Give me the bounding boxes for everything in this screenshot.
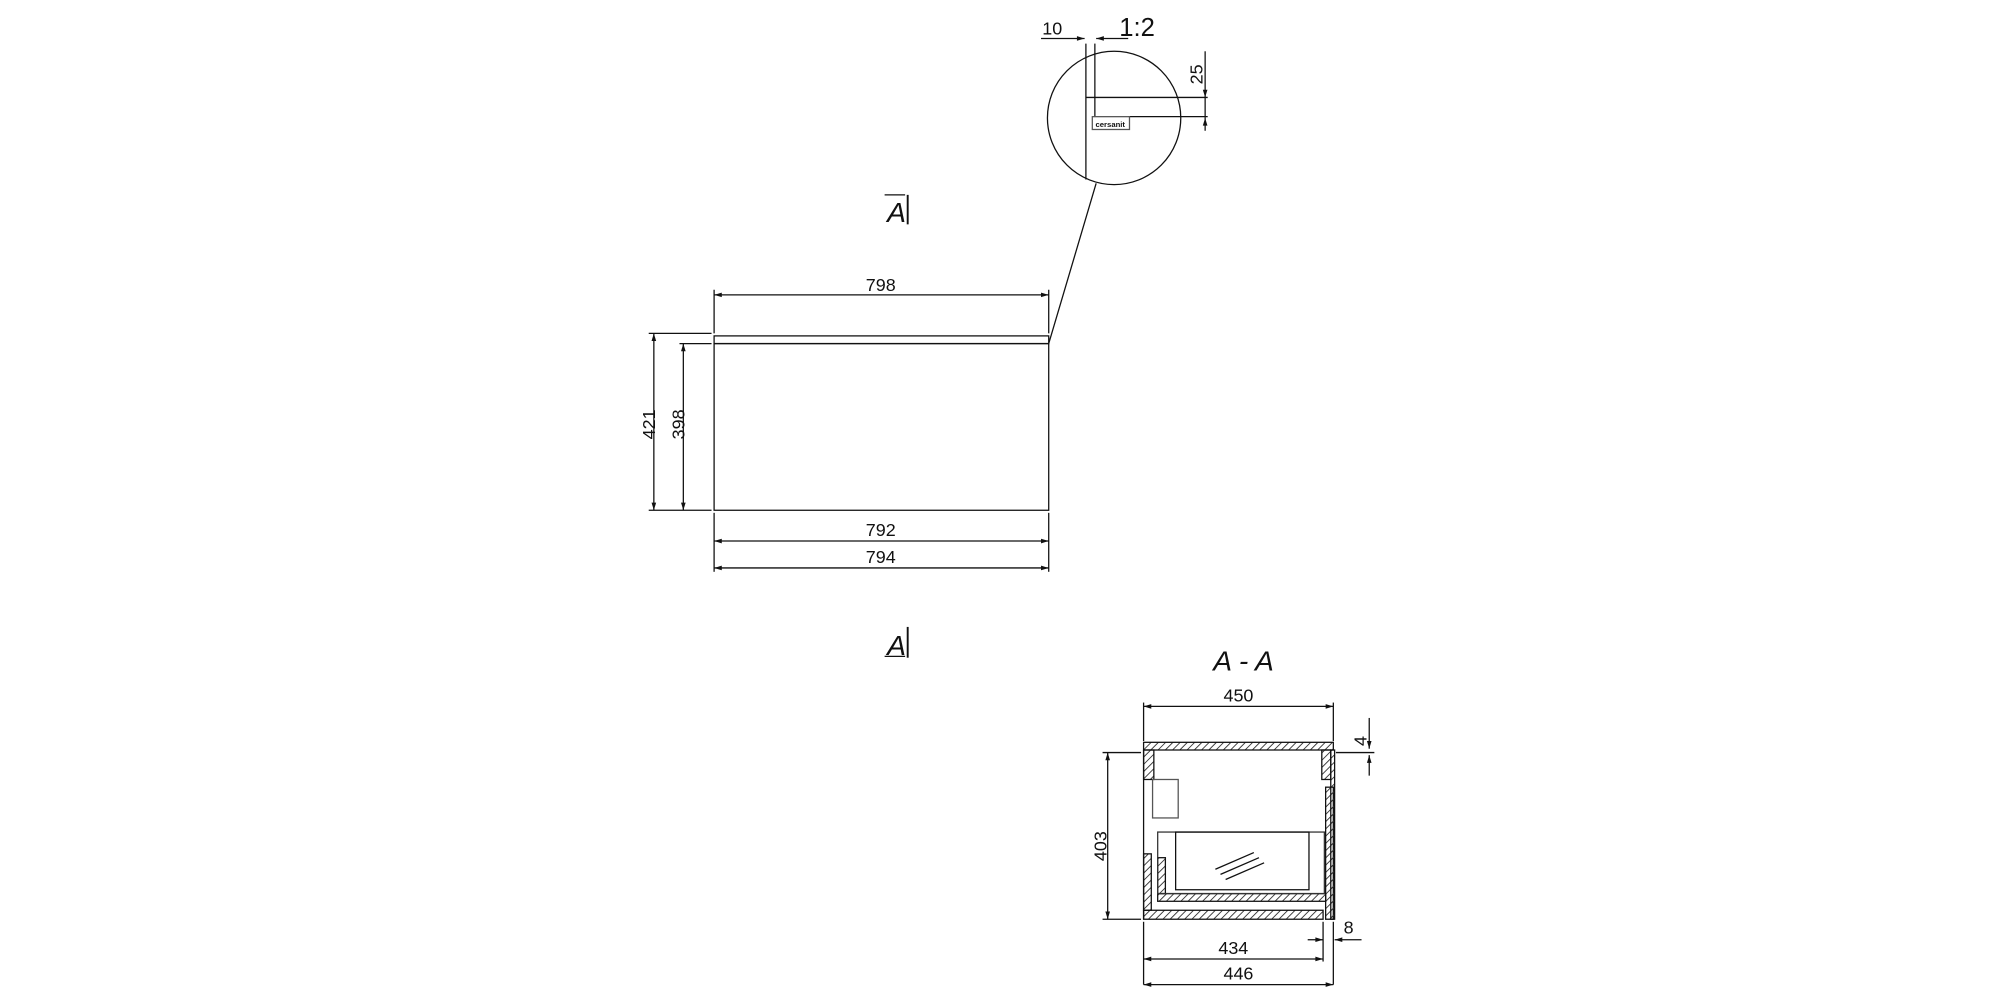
dim-798: 798 <box>866 275 896 295</box>
dim-398: 398 <box>669 409 689 439</box>
logo-text: cersanit <box>1096 120 1126 129</box>
dim-10: 10 <box>1042 19 1062 39</box>
dim-792: 792 <box>866 520 896 540</box>
dim-450: 450 <box>1223 685 1253 705</box>
dim-434: 434 <box>1218 938 1248 958</box>
front-view <box>648 183 1097 658</box>
dim-794: 794 <box>866 547 896 567</box>
section-mark-top: A <box>885 196 906 228</box>
detail-scale: 1:2 <box>1119 14 1155 42</box>
dim-25: 25 <box>1187 64 1207 84</box>
dim-446: 446 <box>1223 963 1253 983</box>
section-view <box>1102 702 1375 987</box>
dim-4: 4 <box>1351 736 1371 746</box>
dim-8: 8 <box>1344 917 1354 937</box>
cabinet-body <box>713 342 1050 511</box>
section-mark-bottom: A <box>885 629 906 661</box>
dim-403: 403 <box>1090 831 1110 861</box>
dim-421: 421 <box>639 409 659 439</box>
cersanit-logo <box>1091 116 1131 131</box>
countertop-outline <box>713 335 1050 345</box>
detail-view <box>1041 36 1208 186</box>
section-title: A - A <box>1211 645 1274 677</box>
